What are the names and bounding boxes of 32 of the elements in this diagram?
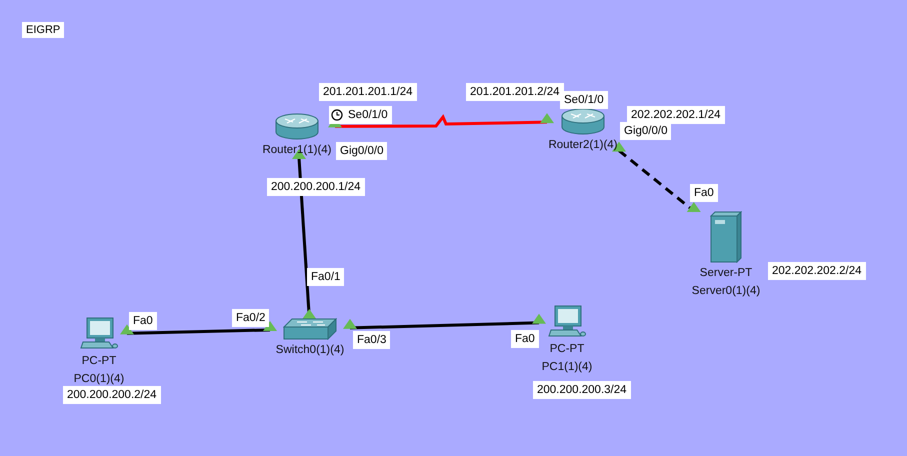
interface-label: Gig0/0/0	[620, 122, 672, 140]
title: EIGRP	[22, 22, 64, 38]
interface-label: Fa0	[511, 330, 539, 348]
interface-label: Fa0/2	[232, 309, 270, 327]
interface-label: Se0/1/0	[344, 106, 392, 124]
cable	[328, 113, 554, 128]
ip-address: 201.201.201.1/24	[319, 83, 417, 101]
interface-label: Fa0	[129, 312, 157, 330]
ip-address: 200.200.200.3/24	[533, 381, 631, 399]
device-label: Server0(1)(4)	[692, 284, 760, 299]
interface-label: Fa0/3	[353, 331, 390, 349]
device-label: PC-PT	[82, 354, 116, 369]
device-label: PC0(1)(4)	[74, 372, 124, 387]
interface-label: Se0/1/0	[560, 91, 608, 109]
ip-address: 201.201.201.2/24	[466, 83, 564, 101]
interface-label: Fa0	[690, 184, 718, 202]
ip-address: 200.200.200.1/24	[267, 178, 365, 196]
device-label: PC1(1)(4)	[542, 360, 592, 375]
device-label: Switch0(1)(4)	[276, 343, 344, 358]
device-label: Router1(1)(4)	[262, 143, 332, 158]
cable	[120, 320, 277, 335]
interface-label: Gig0/0/0	[336, 142, 388, 160]
cable	[343, 314, 546, 330]
interface-label: Fa0/1	[307, 268, 344, 286]
dashed-cable	[612, 142, 701, 212]
device-label: PC-PT	[550, 342, 584, 357]
device-label: Router2(1)(4)	[548, 138, 618, 153]
ip-address: 200.200.200.2/24	[63, 386, 161, 404]
cable	[292, 149, 316, 319]
device-label: Server-PT	[700, 266, 752, 281]
ip-address: 202.202.202.1/24	[627, 106, 725, 124]
ip-address: 202.202.202.2/24	[768, 262, 866, 280]
